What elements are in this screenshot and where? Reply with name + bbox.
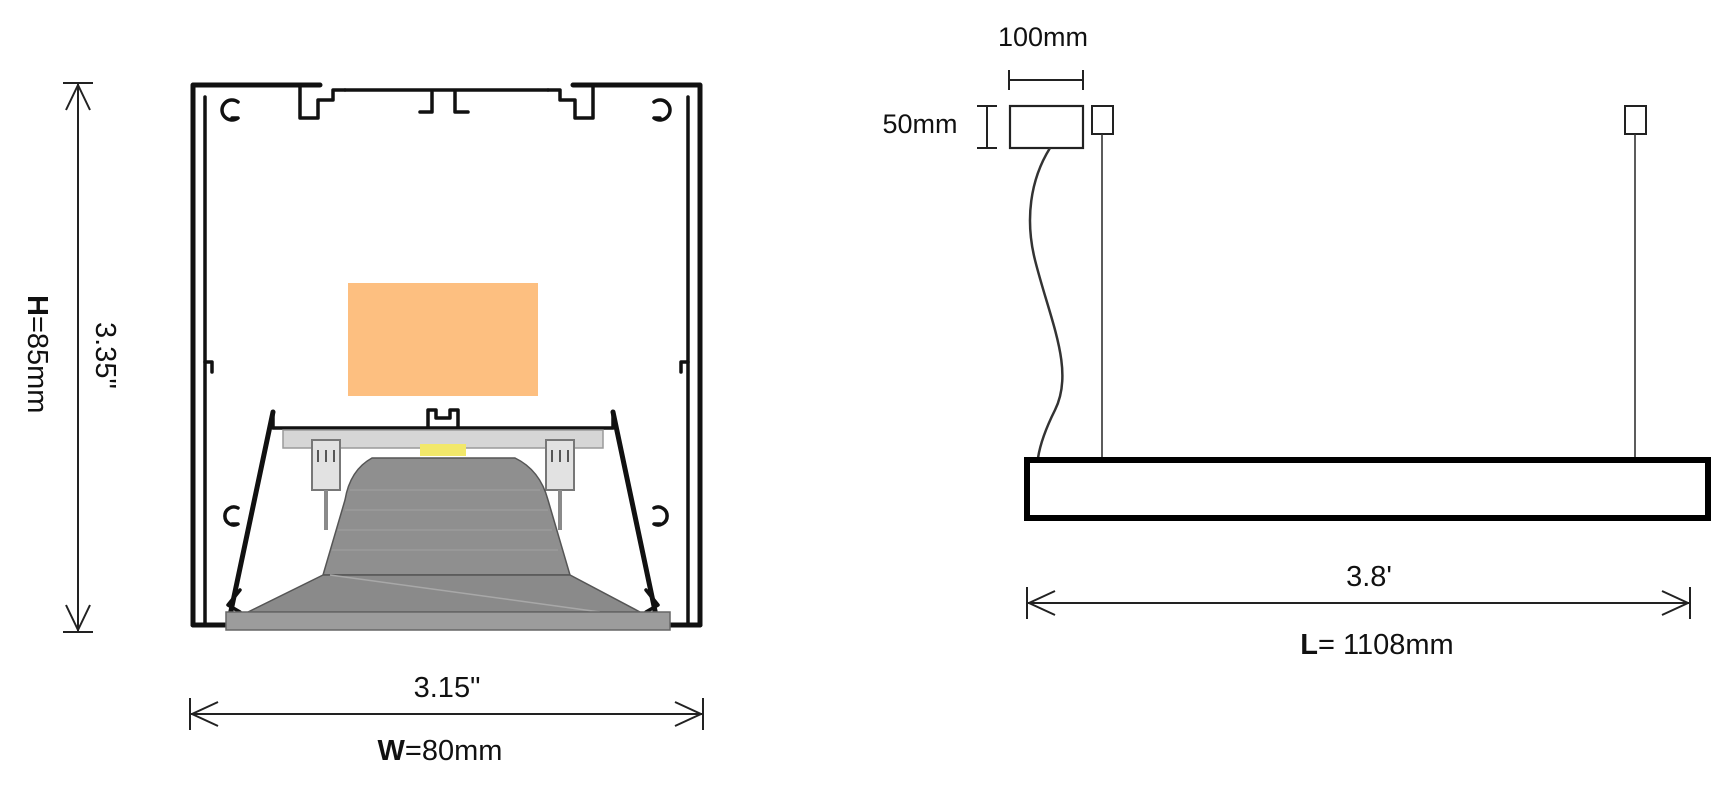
led-board bbox=[348, 283, 538, 396]
width-mm-label: W=80mm bbox=[378, 735, 503, 767]
reflector-frame bbox=[225, 408, 661, 628]
cross-section-view: H=85mm 3.35" bbox=[21, 82, 704, 767]
power-cord bbox=[1028, 147, 1064, 459]
suspension-anchor-right bbox=[1624, 105, 1647, 135]
height-inches-label: 3.35" bbox=[89, 322, 121, 389]
length-feet-label: 3.8' bbox=[1346, 561, 1392, 593]
length-dimension-arrow bbox=[1026, 587, 1691, 619]
canopy-height-dimension bbox=[977, 105, 997, 149]
width-dimension-arrow bbox=[189, 698, 704, 730]
suspension-anchor-left bbox=[1091, 105, 1114, 135]
diffuser-lens bbox=[225, 457, 671, 631]
height-dimension-arrow bbox=[63, 82, 93, 633]
ceiling-canopy bbox=[1008, 104, 1085, 150]
side-view: 100mm 50mm 3.8' bbox=[882, 22, 1711, 661]
canopy-height-label: 50mm bbox=[882, 109, 957, 139]
led-chip bbox=[420, 444, 466, 456]
canopy-width-dimension bbox=[1008, 70, 1084, 90]
side-brackets bbox=[311, 439, 575, 530]
housing-profile bbox=[190, 82, 703, 628]
height-mm-label: H=85mm bbox=[21, 295, 53, 413]
linear-luminaire-body bbox=[1024, 457, 1711, 521]
width-inches-label: 3.15" bbox=[414, 672, 481, 704]
canopy-width-label: 100mm bbox=[998, 22, 1088, 52]
length-mm-label: L= 1108mm bbox=[1300, 629, 1453, 661]
